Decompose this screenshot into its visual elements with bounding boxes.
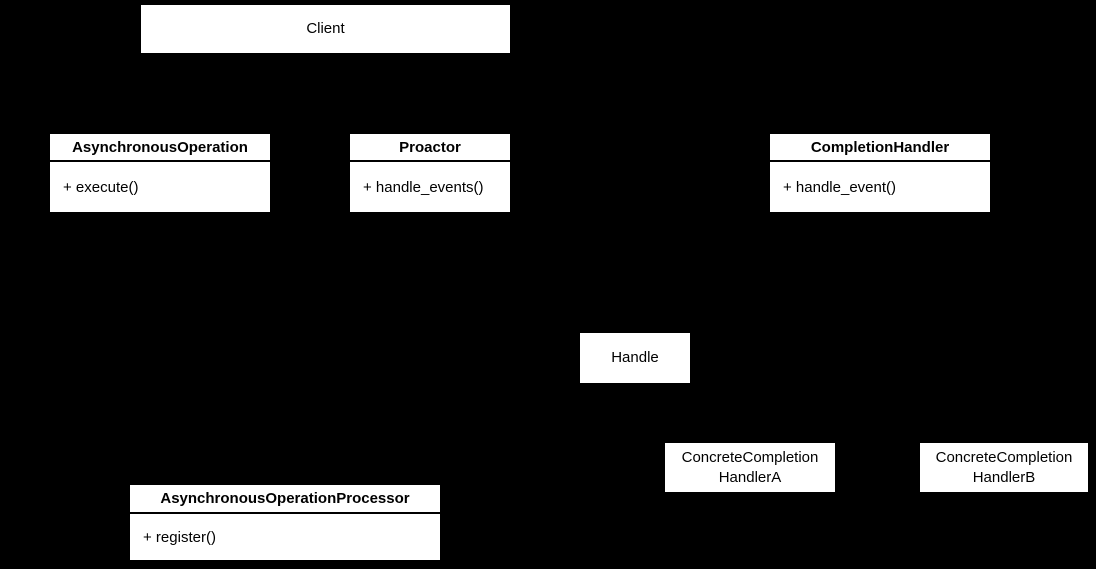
node-concrete-completion-handler-a-line2: HandlerA bbox=[718, 468, 782, 486]
node-handle: Handle bbox=[580, 333, 690, 383]
node-asynchronous-operation-processor: AsynchronousOperationProcessor + registe… bbox=[130, 485, 440, 560]
node-concrete-completion-handler-a-label: ConcreteCompletion HandlerA bbox=[682, 448, 819, 488]
node-completion-handler-member-handle-event: + handle_event() bbox=[783, 178, 896, 196]
node-asynchronous-operation-member-execute: + execute() bbox=[63, 178, 139, 196]
node-completion-handler-body: + handle_event() bbox=[770, 162, 990, 212]
node-concrete-completion-handler-b: ConcreteCompletion HandlerB bbox=[920, 443, 1088, 492]
node-proactor-title: Proactor bbox=[350, 134, 510, 162]
node-asynchronous-operation-processor-title: AsynchronousOperationProcessor bbox=[130, 485, 440, 514]
node-completion-handler: CompletionHandler + handle_event() bbox=[770, 134, 990, 212]
node-concrete-completion-handler-b-line1: ConcreteCompletion bbox=[935, 448, 1073, 466]
node-proactor: Proactor + handle_events() bbox=[350, 134, 510, 212]
node-handle-label: Handle bbox=[611, 349, 659, 366]
node-asynchronous-operation: AsynchronousOperation + execute() bbox=[50, 134, 270, 212]
node-asynchronous-operation-title: AsynchronousOperation bbox=[50, 134, 270, 162]
node-concrete-completion-handler-a-line1: ConcreteCompletion bbox=[681, 448, 819, 466]
node-proactor-member-handle-events: + handle_events() bbox=[363, 178, 484, 196]
node-completion-handler-title: CompletionHandler bbox=[770, 134, 990, 162]
node-client: Client bbox=[141, 5, 510, 53]
node-concrete-completion-handler-b-label: ConcreteCompletion HandlerB bbox=[936, 448, 1073, 488]
node-client-label: Client bbox=[306, 20, 345, 37]
node-concrete-completion-handler-a: ConcreteCompletion HandlerA bbox=[665, 443, 835, 492]
node-proactor-body: + handle_events() bbox=[350, 162, 510, 212]
node-concrete-completion-handler-b-line2: HandlerB bbox=[972, 468, 1036, 486]
node-asynchronous-operation-body: + execute() bbox=[50, 162, 270, 212]
node-asynchronous-operation-processor-body: + register() bbox=[130, 514, 440, 560]
node-asynchronous-operation-processor-member-register: + register() bbox=[143, 528, 216, 546]
